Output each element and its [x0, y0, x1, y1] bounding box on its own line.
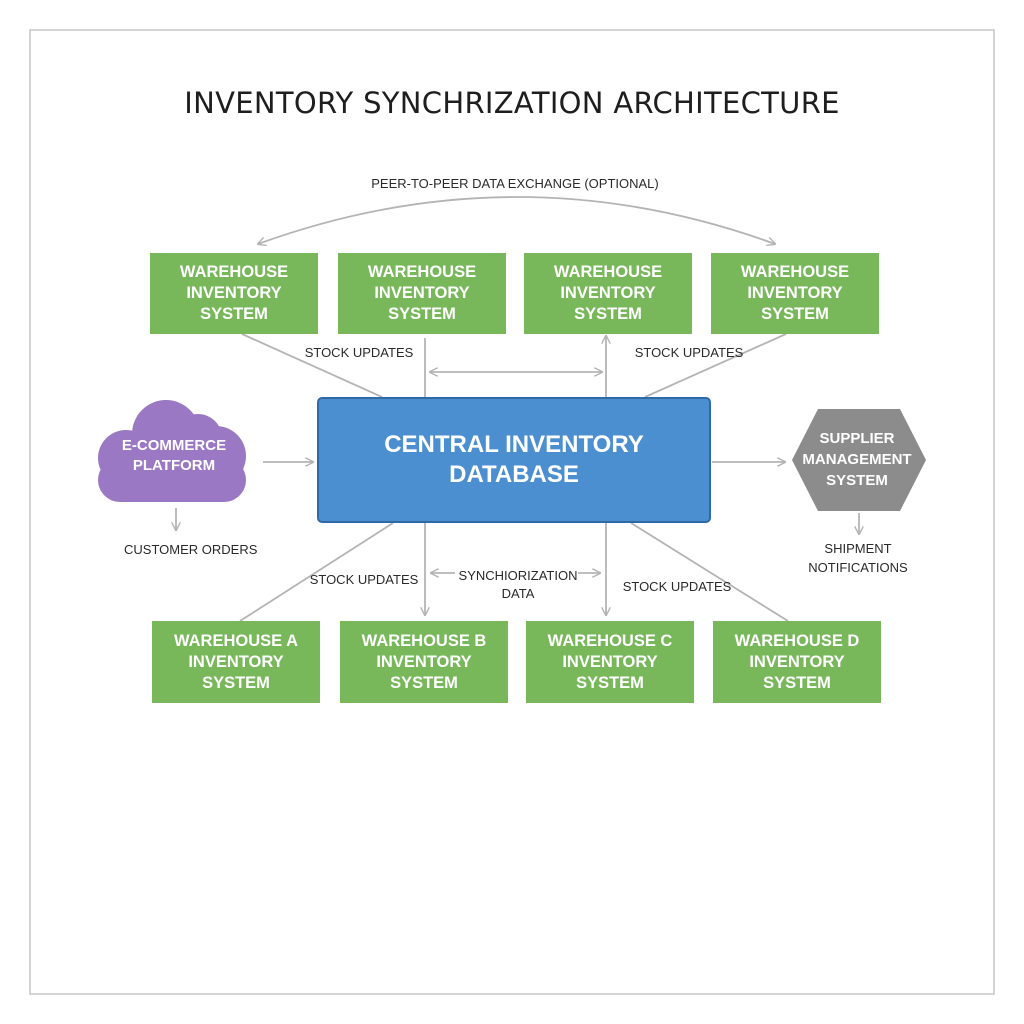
stock-updates-label-bottom-left: STOCK UPDATES: [309, 572, 419, 587]
link-central-bottom-a: [239, 522, 394, 622]
ecommerce-platform[interactable]: E-COMMERCE PLATFORM: [88, 396, 256, 504]
warehouse-top-4[interactable]: WAREHOUSE INVENTORY SYSTEM: [711, 253, 879, 334]
link-top-4-central: [644, 333, 787, 398]
central-inventory-database[interactable]: CENTRAL INVENTORY DATABASE: [317, 397, 711, 523]
peer-exchange-arc: [258, 196, 775, 244]
warehouse-d[interactable]: WAREHOUSE D INVENTORY SYSTEM: [713, 621, 881, 703]
link-top-1-central: [241, 333, 383, 398]
ecommerce-platform-label: E-COMMERCE PLATFORM: [121, 437, 227, 474]
supplier-management-label: SUPPLIER MANAGEMENT SYSTEM: [802, 430, 912, 489]
warehouse-top-3[interactable]: WAREHOUSE INVENTORY SYSTEM: [524, 253, 692, 334]
stock-updates-label-bottom-right: STOCK UPDATES: [622, 579, 732, 594]
customer-orders-label: CUSTOMER ORDERS: [124, 542, 258, 557]
warehouse-top-1[interactable]: WAREHOUSE INVENTORY SYSTEM: [150, 253, 318, 334]
diagram-frame: [29, 29, 995, 995]
supplier-management-system[interactable]: SUPPLIER MANAGEMENT SYSTEM: [790, 408, 928, 512]
shipment-notifications-label: SHIPMENT NOTIFICATIONS: [808, 541, 908, 575]
warehouse-a[interactable]: WAREHOUSE A INVENTORY SYSTEM: [152, 621, 320, 703]
link-central-bottom-d: [630, 522, 789, 622]
warehouse-top-2[interactable]: WAREHOUSE INVENTORY SYSTEM: [338, 253, 506, 334]
cloud-icon: [98, 400, 246, 502]
warehouse-c[interactable]: WAREHOUSE C INVENTORY SYSTEM: [526, 621, 694, 703]
warehouse-b[interactable]: WAREHOUSE B INVENTORY SYSTEM: [340, 621, 508, 703]
stock-updates-label-top-right: STOCK UPDATES: [634, 345, 744, 360]
stock-updates-label-top-left: STOCK UPDATES: [304, 345, 414, 360]
diagram-title: INVENTORY SYNCHRIZATION ARCHITECTURE: [184, 86, 840, 120]
peer-exchange-label: PEER-TO-PEER DATA EXCHANGE (OPTIONAL): [371, 176, 659, 191]
synchronization-data-label: SYNCHIORIZATION DATA: [458, 568, 578, 601]
hexagon-icon: [792, 409, 926, 511]
